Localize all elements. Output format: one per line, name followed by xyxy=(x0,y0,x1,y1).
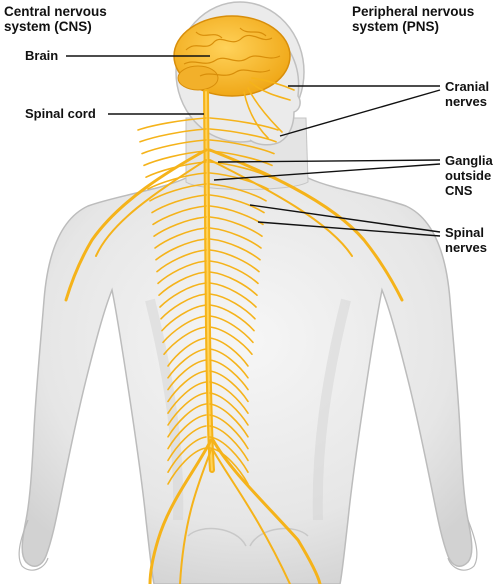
spinal-nerve-left xyxy=(153,216,207,237)
cranial-nerve xyxy=(247,87,283,133)
spinal-nerve-left xyxy=(167,392,207,426)
spinal-nerve-right xyxy=(209,128,277,143)
spinal-nerve-right xyxy=(209,260,259,285)
spinal-nerves-leader-2 xyxy=(257,221,441,237)
leg-nerve-left-2 xyxy=(179,449,212,584)
spinal-nerves-line-1: Spinal xyxy=(445,225,485,240)
cns-header-line-2: system (CNS) xyxy=(4,19,92,34)
spinal-nerve-right xyxy=(209,117,279,131)
arm-nerve-right xyxy=(208,148,404,302)
spinal-nerve-left xyxy=(139,128,207,143)
spinal-nerve-left xyxy=(167,370,207,403)
pns-header-line-1: Peripheral nervous xyxy=(352,4,475,19)
spinal-nerve-right xyxy=(209,238,261,261)
cranial-nerves-label: Cranial nerves xyxy=(445,79,489,109)
spinal-nerve-right xyxy=(209,304,255,332)
spinal-nerve-left xyxy=(160,293,207,320)
cranial-nerve xyxy=(249,81,291,101)
leg-nerve-left xyxy=(148,438,213,584)
spinal-nerve-left xyxy=(155,238,207,261)
ganglia-line-3: CNS xyxy=(445,183,473,198)
spinal-nerve-right xyxy=(209,172,269,190)
leader-lines xyxy=(66,55,441,237)
spinal-nerve-left xyxy=(167,447,207,485)
ganglia-leader-1 xyxy=(217,159,441,163)
spinal-nerve-left xyxy=(149,183,207,202)
spinal-nerve-left xyxy=(141,139,207,155)
spinal-nerve-right xyxy=(209,227,262,249)
spinal-nerve-right xyxy=(209,447,249,485)
spinal-nerve-left xyxy=(152,205,207,226)
spinal-nerves-label: Spinal nerves xyxy=(445,225,487,255)
brain-label: Brain xyxy=(25,48,59,63)
spinal-nerves-leader-1 xyxy=(249,204,441,233)
spinal-nerve-right xyxy=(209,348,249,379)
spinal-nerve-right xyxy=(209,425,249,462)
spinal-nerve-left xyxy=(147,172,207,190)
spinal-nerve-left xyxy=(143,150,207,167)
spinal-nerve-right xyxy=(209,414,249,450)
spinal-nerve-left xyxy=(167,425,207,462)
ganglia-label: Ganglia outside CNS xyxy=(445,153,493,198)
spinal-nerve-left xyxy=(167,403,207,438)
spinal-nerve-right xyxy=(209,370,249,403)
cranial-nerves-line-1: Cranial xyxy=(445,79,490,94)
spinal-nerve-right xyxy=(209,271,258,296)
spinal-nerve-right xyxy=(209,315,254,344)
spinal-nerve-right xyxy=(209,381,249,414)
arm-nerve-left xyxy=(64,148,208,302)
arm-nerve-left-2 xyxy=(95,159,207,257)
spinal-nerve-right xyxy=(209,216,263,237)
spinal-nerve-right xyxy=(209,249,260,273)
pns-header-line-2: system (PNS) xyxy=(352,19,440,34)
leg-nerve-right-2 xyxy=(212,449,291,584)
spinal-nerve-right xyxy=(209,337,249,367)
spinal-nerve-right xyxy=(209,326,253,355)
spinal-nerve-left xyxy=(163,326,207,355)
cranial-nerve xyxy=(243,91,269,139)
cns-header: Central nervous system (CNS) xyxy=(4,4,107,34)
ganglia-line-1: Ganglia xyxy=(445,153,493,168)
spinal-nerve-right xyxy=(209,139,275,155)
spinal-nerve-right xyxy=(209,436,249,473)
spinal-nerve-right xyxy=(209,403,249,438)
spinal-nerve-right xyxy=(209,183,267,202)
spinal-nerve-left xyxy=(167,436,207,473)
spinal-nerve-left xyxy=(167,337,207,367)
cranial-nerves-line-2: nerves xyxy=(445,94,487,109)
spinal-nerve-left xyxy=(151,194,207,214)
spinal-cord-highlight xyxy=(205,91,213,471)
pns-header: Peripheral nervous system (PNS) xyxy=(352,4,474,34)
spinal-nerve-left xyxy=(156,249,207,273)
spinal-nerve-left xyxy=(157,260,207,285)
spinal-nerve-left xyxy=(167,348,207,379)
spinal-nerve-right xyxy=(209,194,265,214)
ganglia-leader-2 xyxy=(213,163,441,181)
spinal-nerves-line-2: nerves xyxy=(445,240,487,255)
cranial-nerve xyxy=(251,77,295,91)
spinal-nerve-left xyxy=(162,315,207,344)
spinal-nerve-left xyxy=(167,414,207,450)
spinal-cord-label: Spinal cord xyxy=(25,106,96,121)
spinal-nerve-right xyxy=(209,282,257,308)
spinal-nerve-left xyxy=(154,227,207,249)
nerve-network xyxy=(64,77,404,584)
leg-nerve-right xyxy=(211,438,322,584)
spinal-nerve-left xyxy=(167,381,207,414)
ganglia-line-2: outside xyxy=(445,168,492,183)
spinal-nerve-left xyxy=(159,282,207,308)
spinal-nerve-left xyxy=(161,304,207,332)
spinal-nerve-right xyxy=(209,293,256,320)
spinal-nerve-right xyxy=(209,392,249,426)
spinal-nerve-left xyxy=(158,271,207,296)
arm-nerve-right-2 xyxy=(209,159,353,257)
spinal-nerve-right xyxy=(209,359,249,391)
spinal-nerve-left xyxy=(137,117,207,131)
cns-header-line-1: Central nervous xyxy=(4,4,107,19)
spinal-nerve-left xyxy=(167,359,207,391)
cranial-nerves-leader-2 xyxy=(279,89,441,137)
